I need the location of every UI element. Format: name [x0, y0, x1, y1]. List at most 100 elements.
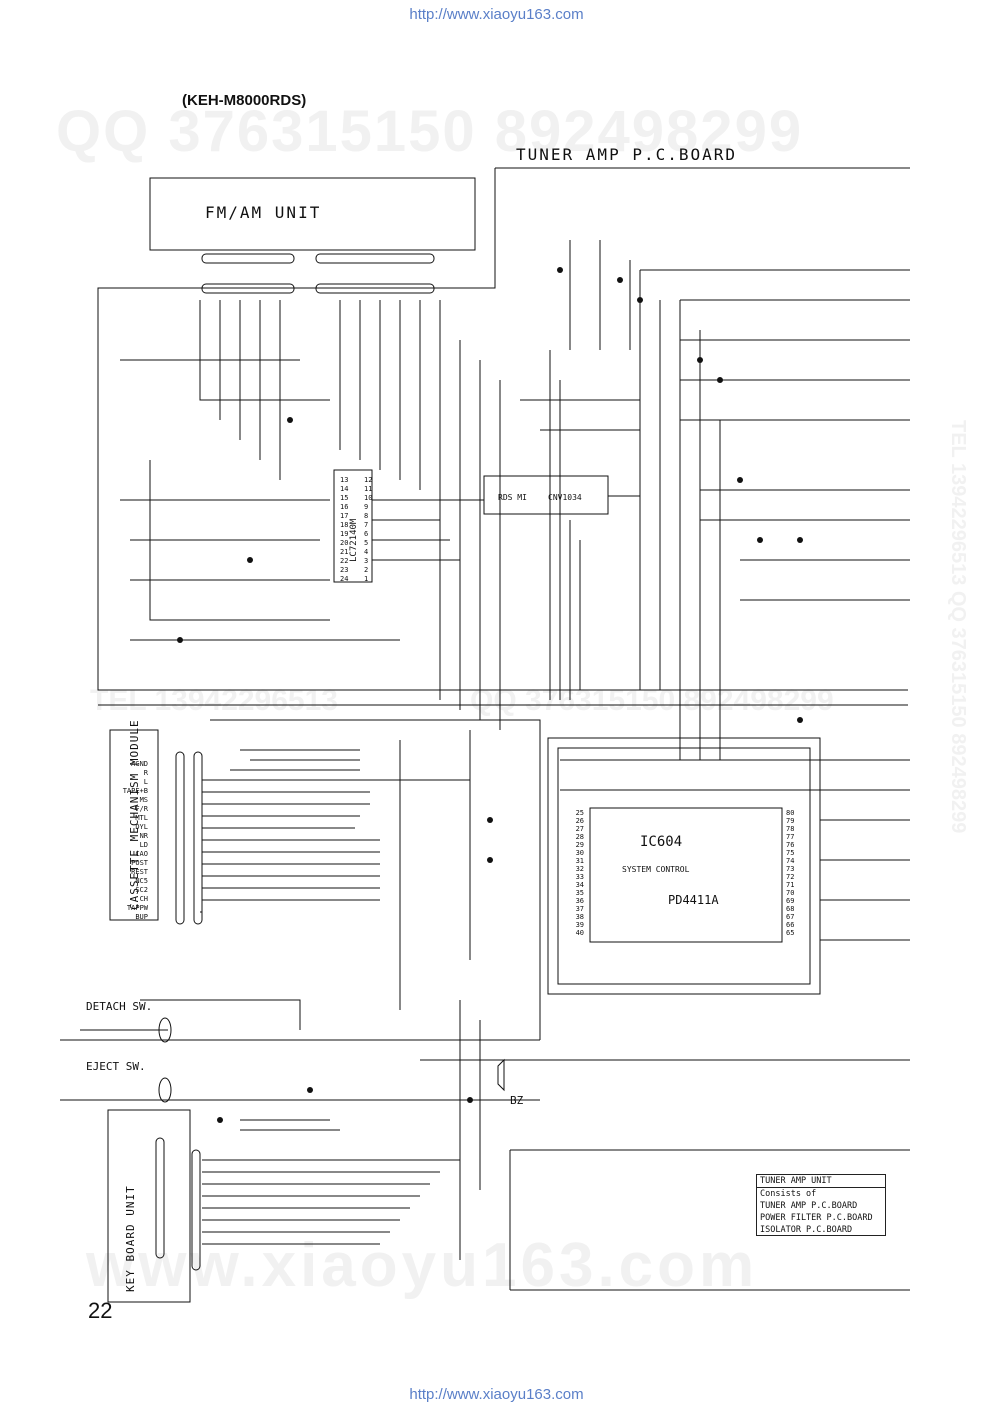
ic604-body	[589, 807, 783, 943]
pll-pin: 7	[364, 521, 368, 529]
ic604-ref: IC604	[640, 834, 682, 850]
cassette-pin: F/R	[135, 805, 148, 813]
eject-switch-label: EJECT SW.	[86, 1060, 146, 1073]
ic604-pin: 79	[786, 817, 794, 825]
ic604-pin: 76	[786, 841, 794, 849]
ic604-pin: 74	[786, 857, 794, 865]
ic604-left-pins: 25 26 27 28 29 30 31 32 33 34 35 36 37 3…	[576, 809, 584, 937]
ic604-pin: 70	[786, 889, 794, 897]
tuner-amp-unit-legend: TUNER AMP UNIT Consists of TUNER AMP P.C…	[756, 1174, 886, 1236]
tuner-amp-board-label: TUNER AMP P.C.BOARD	[516, 145, 737, 164]
ic604-part: PD4411A	[668, 893, 719, 907]
source-url-top[interactable]: http://www.xiaoyu163.com	[409, 6, 584, 23]
cassette-pin: TAPE+B	[123, 787, 148, 795]
pll-pin: 18	[340, 521, 348, 529]
legend-line: POWER FILTER P.C.BOARD	[760, 1213, 873, 1223]
ic604-pin: 69	[786, 897, 794, 905]
pll-pin: 11	[364, 485, 372, 493]
ic604-pin: 32	[576, 865, 584, 873]
pll-pin: 23	[340, 566, 348, 574]
legend-line: TUNER AMP P.C.BOARD	[760, 1201, 858, 1211]
ic604-pin: 30	[576, 849, 584, 857]
cassette-module-box	[109, 729, 159, 921]
pll-pin: 12	[364, 476, 372, 484]
watermark-qq: QQ 376315150 892498299	[56, 99, 804, 164]
cassette-pin: AGND	[131, 760, 148, 768]
ic604-pin: 33	[576, 873, 584, 881]
ic604-pin: 38	[576, 913, 584, 921]
pll-pin: 3	[364, 557, 368, 565]
pll-pin: 1	[364, 575, 368, 583]
source-url-bottom[interactable]: http://www.xiaoyu163.com	[409, 1386, 584, 1403]
ic604-pin: 28	[576, 833, 584, 841]
pll-pin: 14	[340, 485, 348, 493]
ic604-pin: 25	[576, 809, 584, 817]
pll-pin: 4	[364, 548, 368, 556]
cassette-pin: LD	[140, 841, 148, 849]
pll-pin: 21	[340, 548, 348, 556]
rds-ic-part: CNV1034	[548, 493, 582, 502]
pll-right-pins: 12 11 10 9 8 7 6 5 4 3 2 1	[364, 476, 372, 583]
ic604-pin: 77	[786, 833, 794, 841]
cassette-pin: REST	[131, 868, 149, 876]
cassette-pin: POST	[131, 859, 149, 867]
key-board-unit-label: KEY BOARD UNIT	[124, 1185, 137, 1292]
ic604-pin: 37	[576, 905, 584, 913]
buzzer-label: BZ	[510, 1094, 524, 1107]
legend-line: Consists of	[760, 1189, 817, 1199]
watermark-site: www.xiaoyu163.com	[86, 1231, 759, 1300]
ic604-pin: 75	[786, 849, 794, 857]
key-board-unit-box	[107, 1109, 191, 1303]
cassette-pin: BUP	[135, 913, 148, 921]
cassette-pin: MS	[140, 796, 148, 804]
cassette-pin: SC2	[135, 886, 148, 894]
rds-ic-label: RDS MI	[498, 493, 527, 502]
pll-pin: 22	[340, 557, 348, 565]
pll-pin: 24	[340, 575, 348, 583]
pll-ic-part: LC72140M	[349, 518, 359, 562]
cassette-pin: DYL	[135, 823, 148, 831]
ic604-pin: 72	[786, 873, 794, 881]
cassette-pin: CAO	[135, 850, 148, 858]
pll-pin: 9	[364, 503, 368, 511]
ic604-function: SYSTEM CONTROL	[622, 865, 690, 874]
ic604-pin: 39	[576, 921, 584, 929]
pll-pin: 17	[340, 512, 348, 520]
ic604-pin: 34	[576, 881, 584, 889]
ic604-pin: 73	[786, 865, 794, 873]
legend-title: TUNER AMP UNIT	[757, 1175, 885, 1188]
ic604-pin: 67	[786, 913, 794, 921]
legend-line: ISOLATOR P.C.BOARD	[760, 1225, 853, 1235]
cassette-pin: NR	[140, 832, 149, 840]
model-title: (KEH-M8000RDS)	[182, 92, 307, 109]
ic604-pin: 68	[786, 905, 794, 913]
pll-pin: 16	[340, 503, 348, 511]
pll-pin: 5	[364, 539, 368, 547]
pll-pin: 13	[340, 476, 348, 484]
page-number: 22	[88, 1298, 113, 1323]
cassette-module-label: CASSETTE MECHANISM MODULE	[128, 719, 141, 910]
ic604-pin: 66	[786, 921, 794, 929]
ic604-pin: 40	[576, 929, 584, 937]
ic604-pin: 31	[576, 857, 584, 865]
ic604-pin: 71	[786, 881, 794, 889]
pll-pin: 20	[340, 539, 348, 547]
cassette-pin: CH	[140, 895, 148, 903]
ic604-pin: 26	[576, 817, 584, 825]
detach-switch-label: DETACH SW.	[86, 1000, 152, 1013]
pll-left-pins: 13 14 15 16 17 18 19 20 21 22 23 24	[340, 476, 348, 583]
rds-ic-body	[483, 475, 609, 515]
cassette-pin: MTL	[135, 814, 148, 822]
fm-am-unit-box	[149, 177, 476, 251]
pll-pin: 2	[364, 566, 368, 574]
ic604-right-pins: 80 79 78 77 76 75 74 73 72 71 70 69 68 6…	[786, 809, 794, 937]
ic604-pin: 78	[786, 825, 794, 833]
watermark-side: TEL 13942296513 QQ 376315150 892498299	[947, 420, 969, 834]
cassette-pin: NC5	[135, 877, 148, 885]
ic604-pin: 29	[576, 841, 584, 849]
pll-pin: 19	[340, 530, 348, 538]
ic604-pin: 80	[786, 809, 794, 817]
ic604-pin: 35	[576, 889, 584, 897]
pll-pin: 6	[364, 530, 368, 538]
